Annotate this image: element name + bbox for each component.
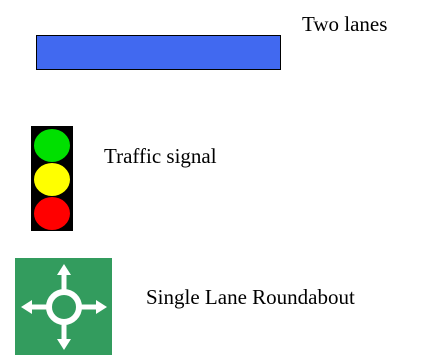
green-light-icon xyxy=(34,129,70,162)
yellow-light-icon xyxy=(34,163,70,196)
two-lanes-label: Two lanes xyxy=(302,12,388,36)
traffic-signal-icon xyxy=(31,126,73,231)
two-lanes-swatch xyxy=(36,35,281,70)
traffic-signal-label: Traffic signal xyxy=(104,144,217,168)
roundabout-symbol xyxy=(21,264,107,350)
single-lane-roundabout-label: Single Lane Roundabout xyxy=(146,285,355,309)
red-light-icon xyxy=(34,197,70,230)
single-lane-roundabout-icon xyxy=(15,258,112,355)
